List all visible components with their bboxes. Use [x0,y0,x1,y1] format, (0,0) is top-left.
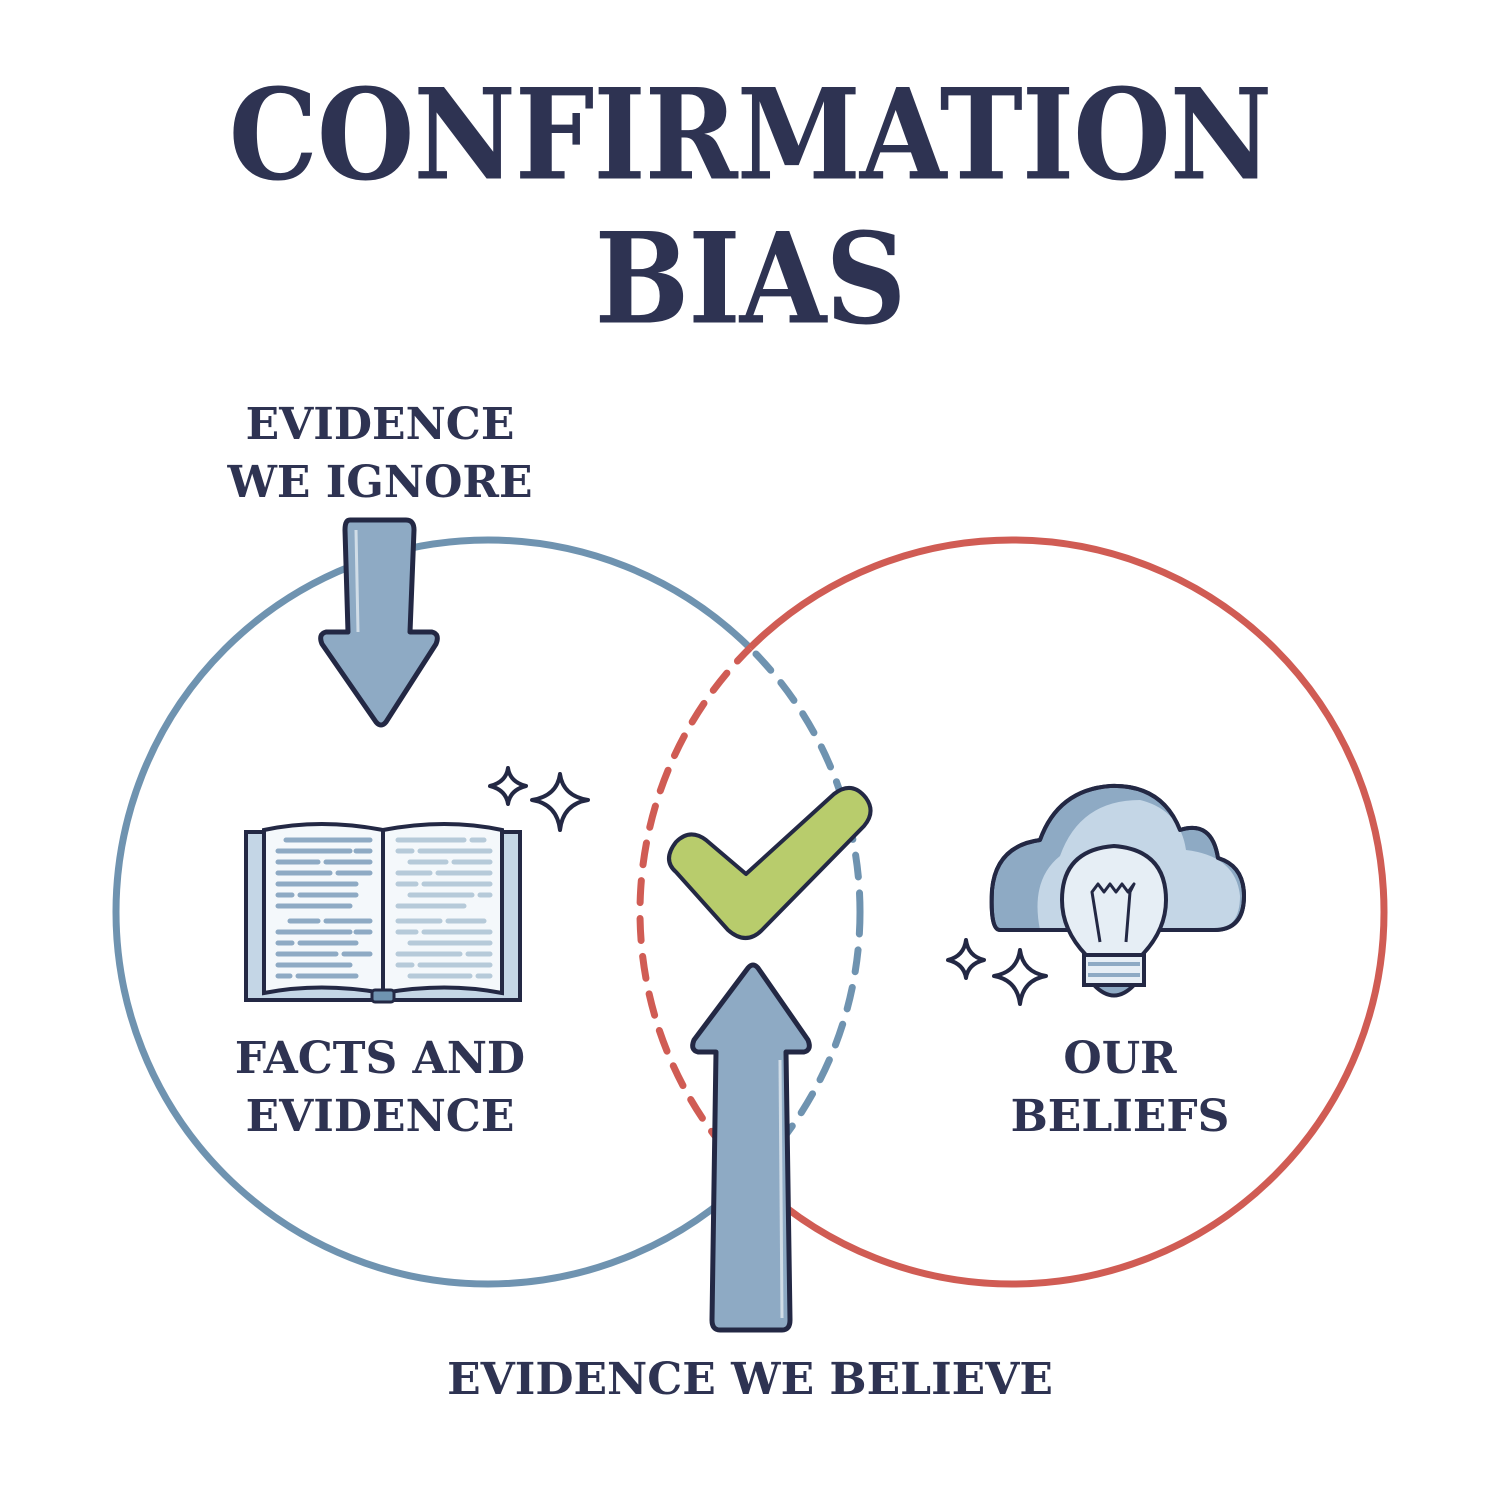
facts-and-evidence-label-line1: FACTS AND [234,1033,526,1084]
facts-circle [112,536,864,1288]
open-book-icon [244,822,522,1004]
checkmark-icon [667,786,873,940]
sparkle-icon [946,938,1048,1006]
our-beliefs-label-line2: BELIEFS [1010,1091,1230,1142]
page-title-line2: BIAS [594,206,907,353]
sparkle-icon [488,766,590,832]
lightbulb-cloud-icon [989,783,1246,998]
ignored-evidence-arrow [318,517,440,728]
beliefs-circle [636,536,1388,1288]
our-beliefs-label-line1: OUR [1063,1033,1177,1084]
evidence-we-believe-label: EVIDENCE WE BELIEVE [447,1354,1053,1405]
evidence-we-ignore-label-line2: WE IGNORE [227,457,533,508]
page-title-line1: CONFIRMATION [228,62,1272,209]
believed-evidence-arrow [690,962,812,1333]
evidence-we-ignore-label-line1: EVIDENCE [245,399,515,450]
facts-and-evidence-label-line2: EVIDENCE [245,1091,515,1142]
